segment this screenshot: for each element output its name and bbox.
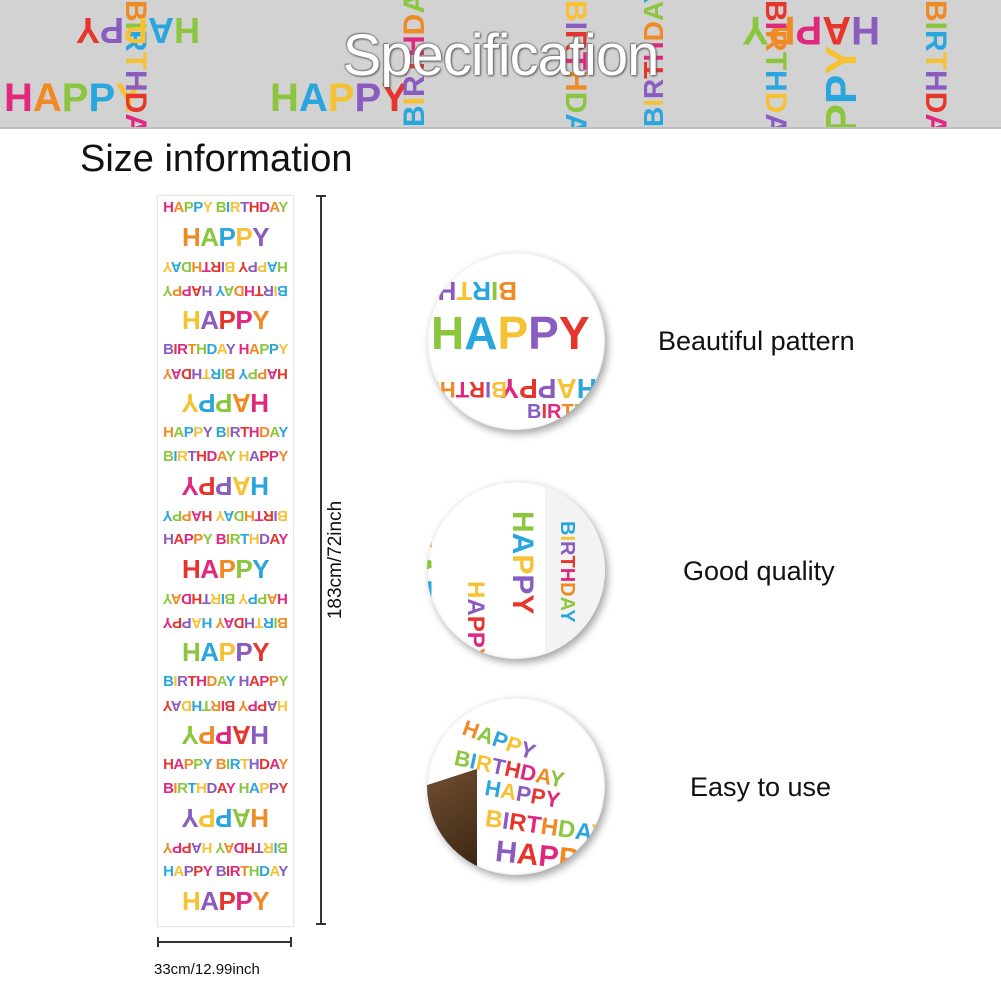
- runner-pattern-row: HAPPY: [181, 637, 270, 667]
- runner-pattern-row: BIRTHDAY HAPPY: [163, 614, 288, 631]
- runner-pattern-row: HAPPY: [181, 222, 270, 252]
- feature-easy-to-use: Easy to use: [690, 772, 832, 802]
- runner-pattern-row: HAPPY: [181, 305, 270, 335]
- runner-pattern-row: HAPPY: [181, 554, 270, 584]
- runner-pattern-row: BIRTHDAY HAPPY: [163, 839, 288, 856]
- specification-banner: HAPPYBIRTHDAYHAPPYBIRTHDAYBIRTHDAYHAPPYB…: [0, 0, 1001, 127]
- feature-good-quality: Good quality: [683, 556, 835, 586]
- runner-pattern-row: HAPPY: [181, 886, 270, 916]
- runner-pattern-row: BIRTHDAY HAPPY: [163, 448, 288, 465]
- runner-pattern-row: BIRTHDAY HAPPY: [163, 673, 288, 690]
- runner-pattern-row: HAPPY: [181, 803, 270, 833]
- runner-pattern-row: HAPPY: [181, 720, 270, 750]
- width-dimension-line: [157, 937, 292, 947]
- width-dimension-label: 33cm/12.99inch: [154, 961, 260, 978]
- runner-pattern-row: HAPPY BIRTHDAY: [163, 863, 288, 880]
- banner-pattern-word: HAPPY: [270, 76, 408, 120]
- banner-divider: [0, 127, 1001, 129]
- wooden-table-corner: [427, 768, 477, 875]
- runner-pattern-row: HAPPY BIRTHDAY: [163, 756, 288, 773]
- runner-pattern-row: HAPPY BIRTHDAY: [163, 365, 288, 382]
- closeup-pattern-word: BIRTHDAY: [427, 276, 517, 306]
- runner-pattern-row: BIRTHDAY HAPPY: [163, 780, 288, 797]
- runner-pattern-row: HAPPY: [181, 471, 270, 501]
- runner-pattern-row: BIRTHDAY HAPPY: [163, 282, 288, 299]
- runner-pattern-row: HAPPY BIRTHDAY: [163, 531, 288, 548]
- runner-pattern-row: HAPPY BIRTHDAY: [163, 199, 288, 216]
- closeup-pattern-word: HAPPY: [431, 307, 590, 359]
- runner-pattern-row: BIRTHDAY HAPPY: [163, 507, 288, 524]
- closeup-pattern-word: HAPPY: [500, 373, 597, 404]
- banner-title: Specification: [342, 23, 660, 88]
- closeup-pattern-word: BIRTHDAY: [556, 521, 578, 623]
- folded-sheet-edge: [545, 481, 605, 659]
- height-dimension-label: 183cm/72inch: [325, 500, 346, 620]
- feature-beautiful-pattern: Beautiful pattern: [658, 326, 855, 356]
- runner-pattern-row: HAPPY BIRTHDAY: [163, 258, 288, 275]
- banner-pattern-word: HAPPY: [4, 76, 142, 120]
- quality-closeup-image: HAPPY HAPPY BIRTHDAY HAPPY: [427, 481, 605, 659]
- runner-pattern-row: HAPPY BIRTHDAY: [163, 590, 288, 607]
- closeup-pattern-word: BIRTHDAY: [527, 401, 605, 423]
- runner-pattern-row: BIRTHDAY HAPPY: [163, 341, 288, 358]
- closeup-pattern-word: HAPPY: [462, 581, 489, 659]
- runner-pattern-row: HAPPY: [181, 388, 270, 418]
- closeup-pattern-word: BIRTHDAY: [427, 377, 507, 402]
- runner-pattern-row: HAPPY BIRTHDAY: [163, 424, 288, 441]
- height-dimension-line: [316, 195, 326, 925]
- closeup-pattern-word: HAPPY: [506, 511, 539, 615]
- closeup-pattern-word: HAPPY: [427, 521, 439, 659]
- table-runner-image: HAPPY BIRTHDAY HAPPY HAPPY BIRTHDAY BIRTHDA…: [157, 195, 294, 927]
- size-information-title: Size information: [80, 138, 353, 180]
- runner-pattern-row: HAPPY BIRTHDAY: [163, 697, 288, 714]
